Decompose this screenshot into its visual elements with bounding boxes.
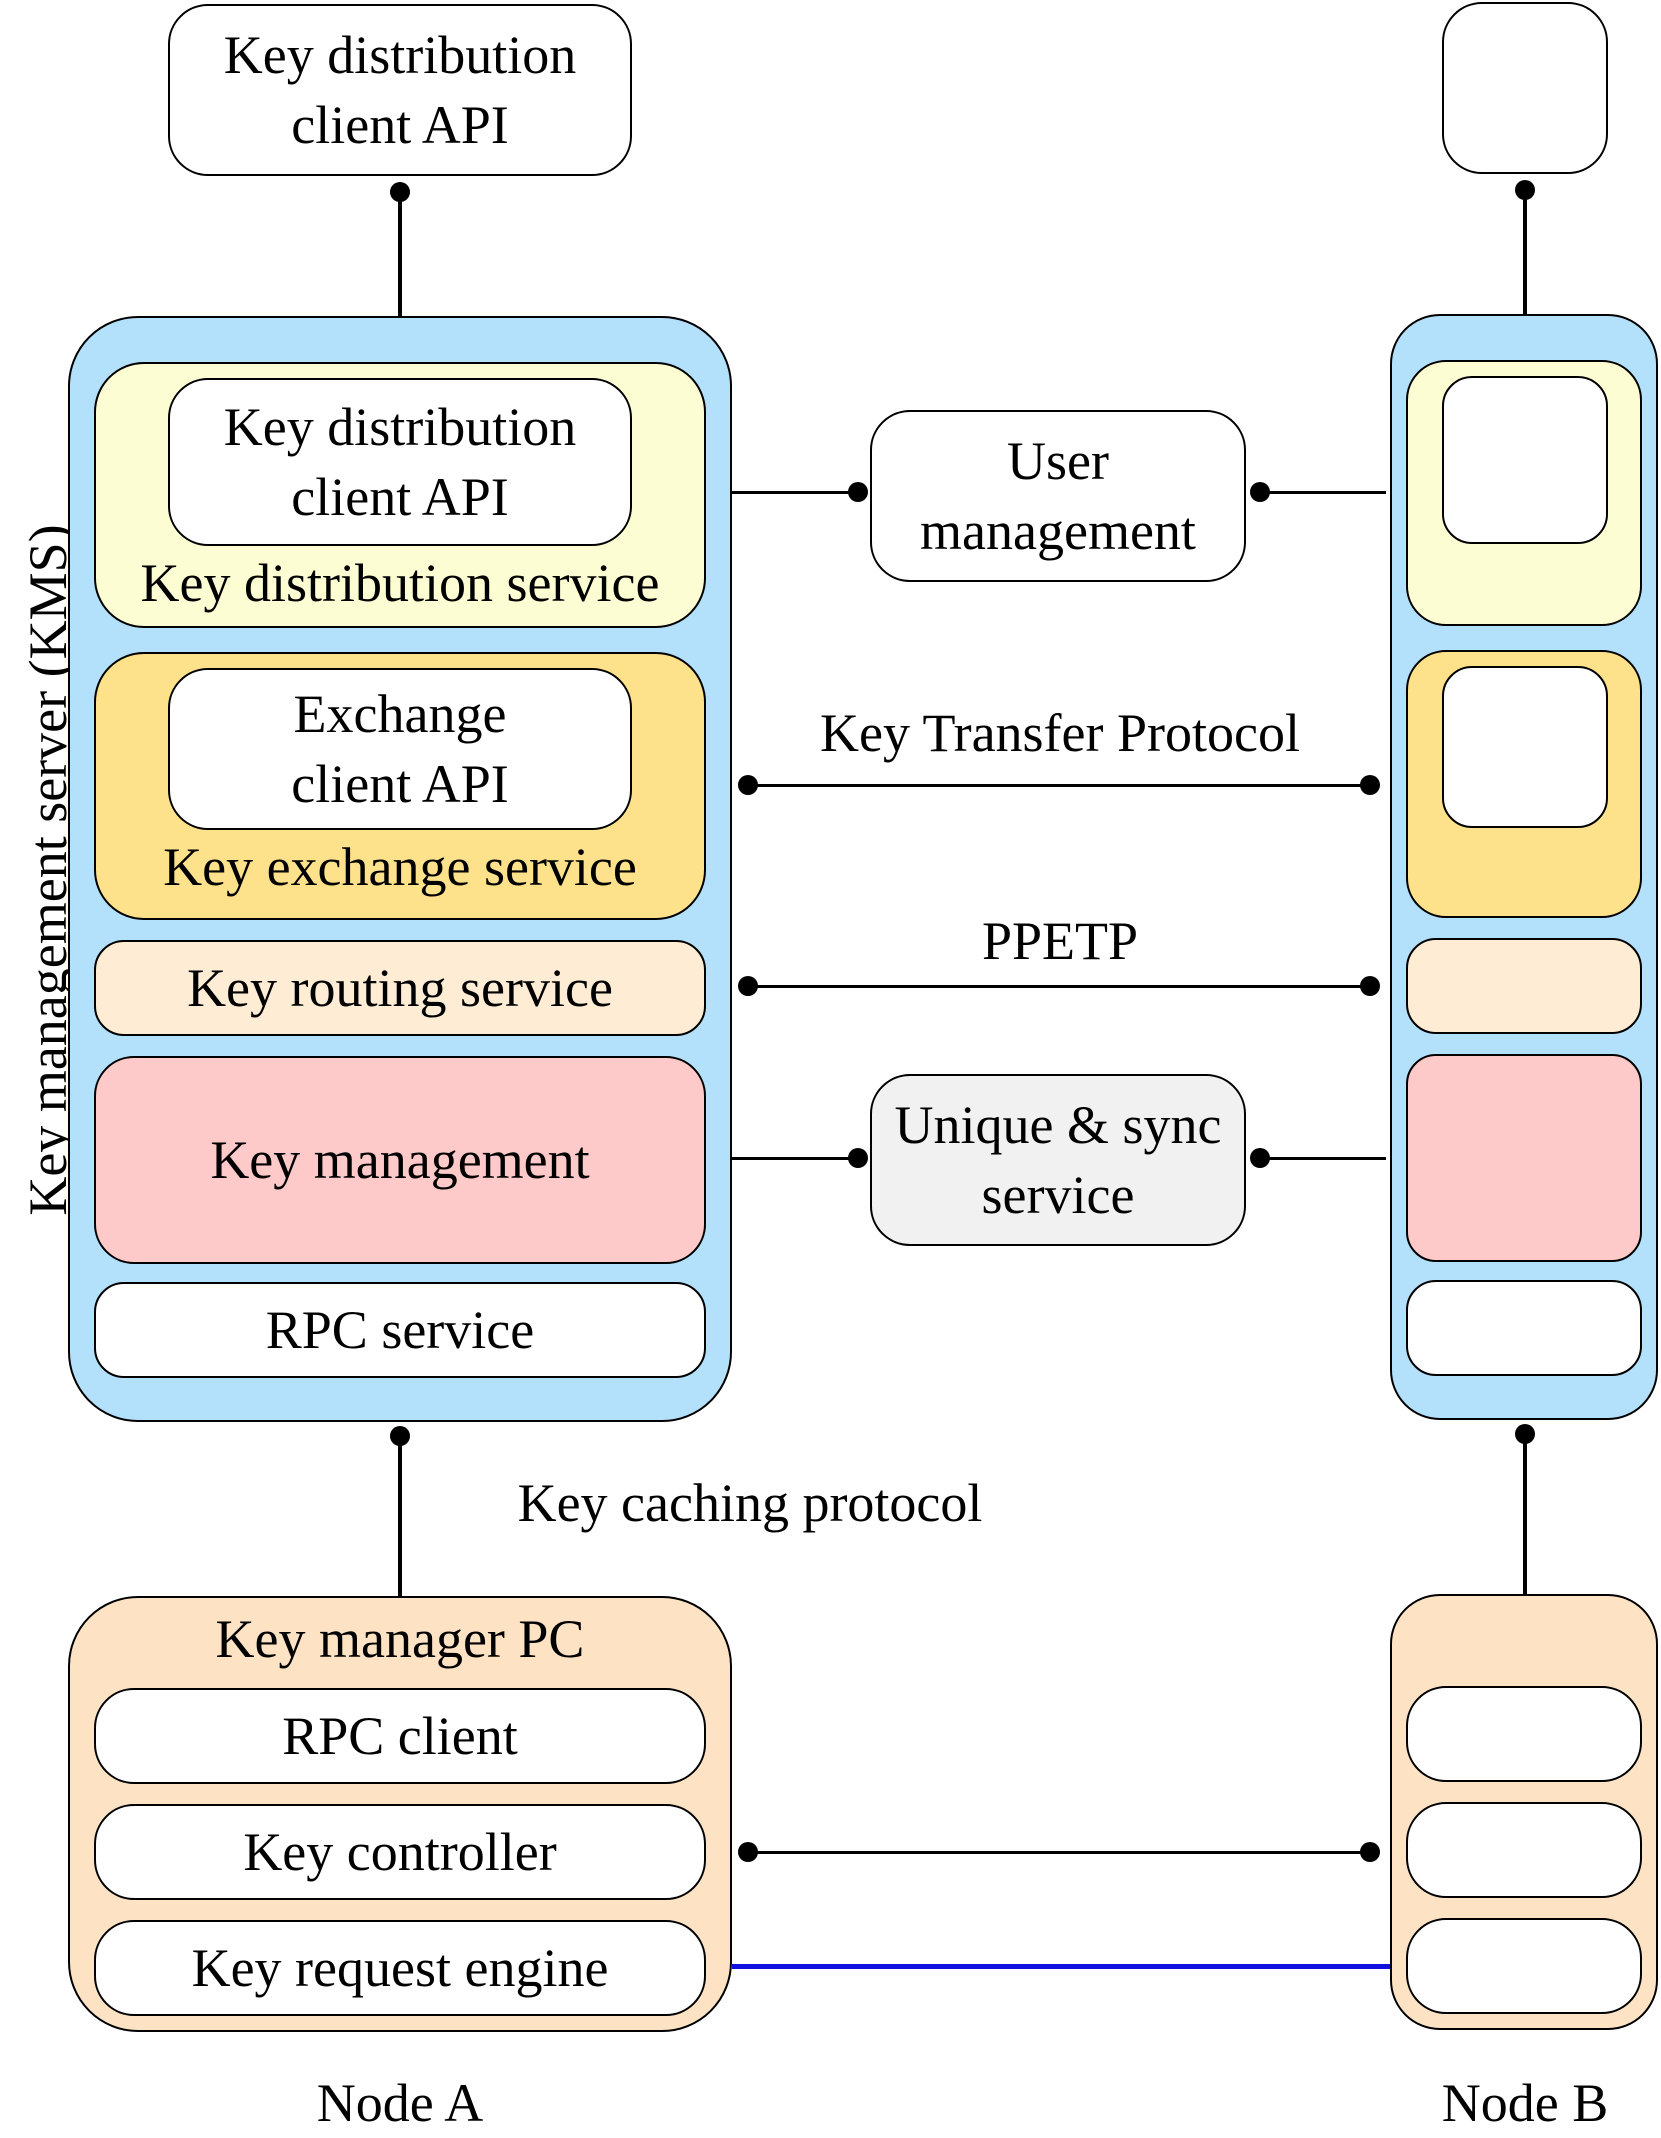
key-routing-service-b bbox=[1406, 938, 1642, 1034]
key-controller-a-label: Key controller bbox=[243, 1822, 557, 1882]
rpc-service-a: RPC service bbox=[94, 1282, 706, 1378]
request-link-line bbox=[732, 1964, 1390, 1969]
distribution-service-a-label: Key distribution service bbox=[140, 553, 660, 613]
distribution-api-b bbox=[1442, 376, 1608, 544]
distribution-api-a: Key distribution client API bbox=[168, 378, 632, 546]
connector-line bbox=[748, 985, 1370, 988]
key-transfer-protocol-label: Key Transfer Protocol bbox=[820, 703, 1300, 763]
connector-line bbox=[1260, 491, 1386, 494]
key-request-engine-a-label: Key request engine bbox=[191, 1938, 609, 1998]
connector-line bbox=[732, 1157, 858, 1160]
node-b-label: Node B bbox=[1441, 2073, 1609, 2133]
exchange-api-a: Exchange client API bbox=[168, 668, 632, 830]
key-request-engine-b bbox=[1406, 1918, 1642, 2014]
key-controller-a: Key controller bbox=[94, 1804, 706, 1900]
rpc-service-b bbox=[1406, 1280, 1642, 1376]
key-controller-b bbox=[1406, 1802, 1642, 1898]
ppetp-label: PPETP bbox=[981, 911, 1139, 971]
user-management-label: User management bbox=[920, 431, 1196, 561]
rpc-client-a-label: RPC client bbox=[282, 1706, 518, 1766]
connector-line bbox=[1260, 1157, 1386, 1160]
connector-line bbox=[748, 784, 1370, 787]
unique-sync-label: Unique & sync service bbox=[894, 1095, 1222, 1225]
connector-line bbox=[1523, 1432, 1527, 1596]
node-a-label: Node A bbox=[316, 2073, 484, 2133]
routing-a-label: Key routing service bbox=[187, 958, 613, 1018]
rpc-client-a: RPC client bbox=[94, 1688, 706, 1784]
management-a-label: Key management bbox=[210, 1130, 590, 1190]
key-management-a: Key management bbox=[94, 1056, 706, 1264]
key-routing-service-a: Key routing service bbox=[94, 940, 706, 1036]
connector-line bbox=[398, 190, 402, 362]
connector-line bbox=[748, 1851, 1370, 1854]
connector-dot bbox=[1360, 976, 1380, 996]
key-caching-protocol-label: Key caching protocol bbox=[517, 1473, 983, 1533]
top-api-b bbox=[1442, 2, 1608, 174]
unique-sync-box: Unique & sync service bbox=[870, 1074, 1246, 1246]
key-management-b bbox=[1406, 1054, 1642, 1262]
top-api-a: Key distribution client API bbox=[168, 4, 632, 176]
user-management-box: User management bbox=[870, 410, 1246, 582]
top-api-a-label: Key distribution client API bbox=[223, 25, 577, 155]
connector-line bbox=[732, 491, 858, 494]
key-request-engine-a: Key request engine bbox=[94, 1920, 706, 2016]
connector-line bbox=[1523, 188, 1527, 360]
connector-dot bbox=[1360, 775, 1380, 795]
pc-title-a: Key manager PC bbox=[215, 1609, 585, 1669]
exchange-api-b bbox=[1442, 666, 1608, 828]
connector-dot bbox=[848, 482, 868, 502]
exchange-service-a-label: Key exchange service bbox=[163, 837, 637, 897]
connector-dot bbox=[848, 1148, 868, 1168]
connector-line bbox=[398, 1434, 402, 1596]
connector-dot bbox=[1360, 1842, 1380, 1862]
exchange-api-a-label: Exchange client API bbox=[291, 684, 509, 814]
distribution-api-a-label: Key distribution client API bbox=[223, 397, 577, 527]
rpc-service-a-label: RPC service bbox=[265, 1300, 535, 1360]
rpc-client-b bbox=[1406, 1686, 1642, 1782]
